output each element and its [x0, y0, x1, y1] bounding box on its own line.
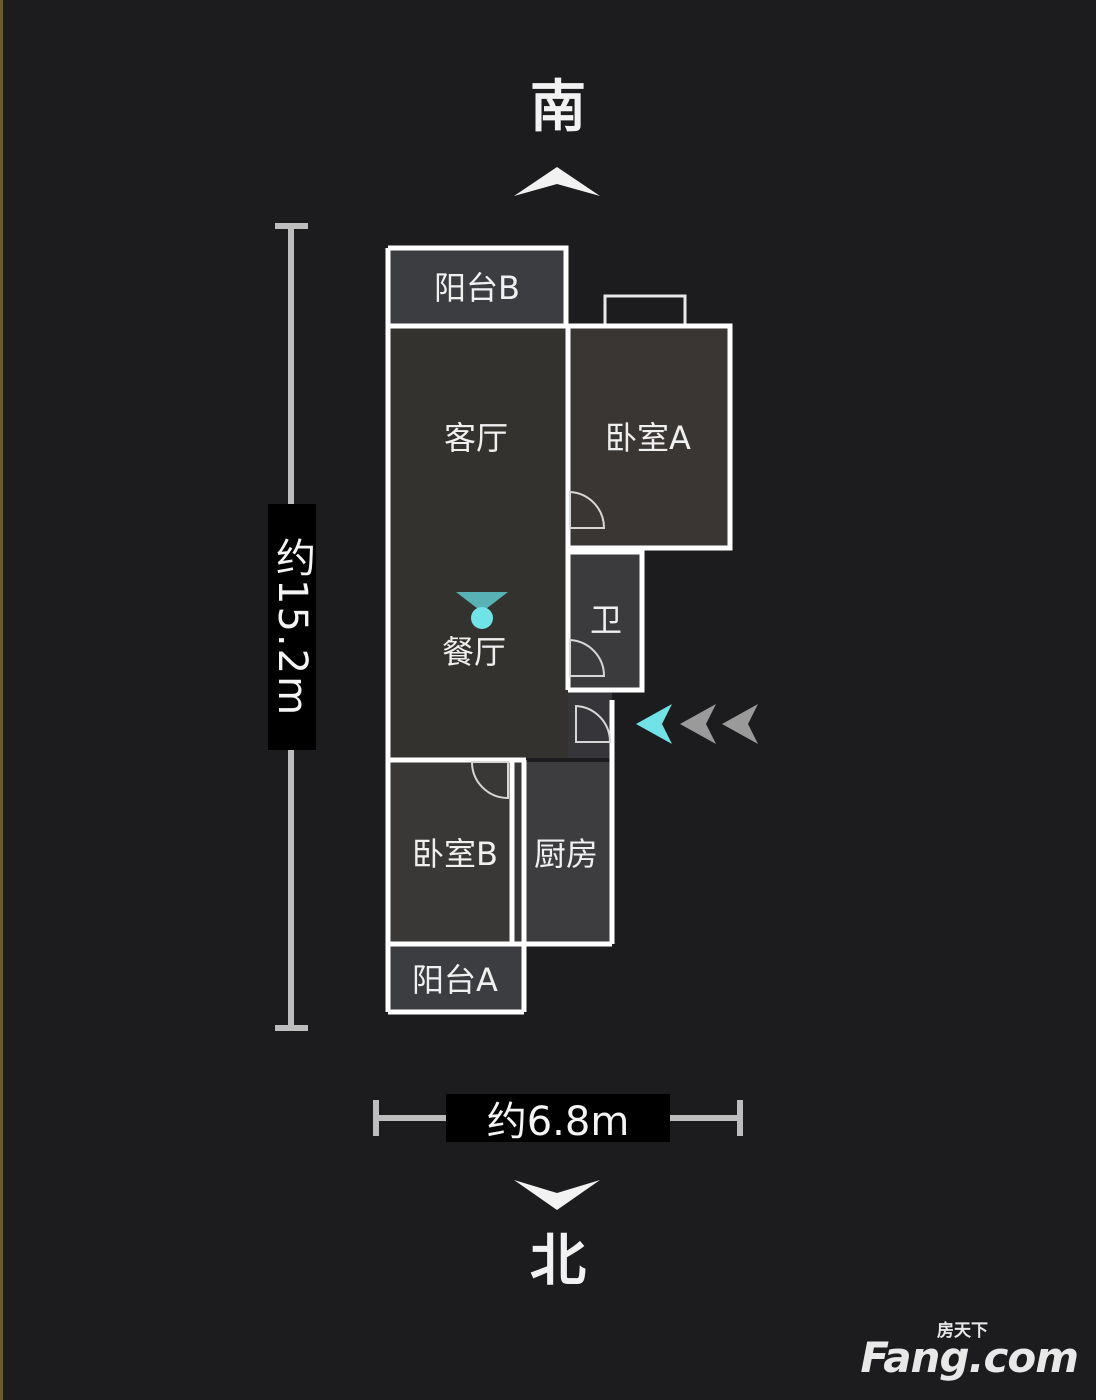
door-swings	[470, 490, 612, 800]
room-label-bedroom-a: 卧室A	[605, 419, 691, 457]
room-label-balcony-a: 阳台A	[412, 961, 498, 999]
room-label-balcony-b: 阳台B	[434, 269, 520, 307]
room-label-kitchen: 厨房	[533, 835, 598, 873]
entrance-arrows-icon	[636, 704, 758, 744]
viewpoint-marker-icon	[456, 592, 508, 629]
room-label-bathroom: 卫	[589, 601, 622, 639]
room-label-dining-room: 餐厅	[441, 633, 506, 671]
height-dimension-label: 约15.2m	[268, 504, 316, 750]
room-fills	[388, 248, 730, 1012]
compass-bottom-label: 北	[530, 1229, 586, 1294]
room-label-bedroom-b: 卧室B	[412, 835, 498, 873]
compass-top-label: 南	[530, 75, 586, 140]
width-dimension-label: 约6.8m	[446, 1094, 670, 1145]
left-edge-line	[0, 0, 3, 1400]
walls	[385, 245, 733, 1015]
fang-watermark-logo: 房天下 Fang.com	[860, 1316, 1079, 1382]
north-up-arrow-icon	[514, 167, 600, 196]
room-label-living-room: 客厅	[443, 419, 508, 457]
watermark-brand: Fang.com	[860, 1333, 1079, 1382]
watermark-chinese: 房天下	[937, 1321, 988, 1341]
south-down-arrow-icon	[514, 1180, 600, 1210]
